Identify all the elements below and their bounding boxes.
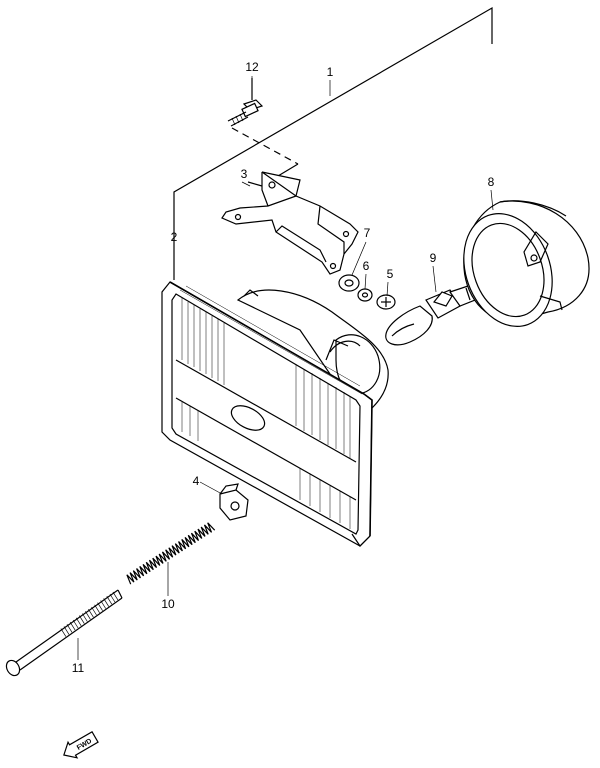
forward-direction-arrow[interactable]: FWD — [59, 729, 99, 763]
leader-lines — [77, 76, 494, 660]
screw-thread-mark — [79, 615, 85, 624]
screw-thread-mark — [85, 611, 91, 620]
lock-washer-part-6 — [357, 288, 373, 302]
screw-thread-mark — [94, 604, 100, 613]
screw-thread-mark — [60, 628, 67, 637]
part-label-9: 9 — [430, 251, 437, 265]
part-label-2: 2 — [171, 230, 178, 244]
spring-part-10 — [126, 522, 216, 585]
screw-thread-mark — [106, 596, 113, 605]
part-label-6: 6 — [363, 259, 370, 273]
washer-part-7 — [338, 274, 360, 292]
screw-thread-mark — [112, 591, 119, 601]
dust-cover-part-8 — [463, 200, 590, 327]
bracket-part-3 — [221, 171, 359, 275]
screw-thread-mark — [75, 617, 82, 626]
screw-part-5 — [376, 294, 396, 310]
screw-thread-mark — [103, 598, 109, 607]
adjuster-nut-part-4 — [219, 483, 249, 521]
screw-thread-mark — [109, 593, 116, 603]
screw-thread-mark — [82, 613, 88, 622]
screw-part-12 — [227, 78, 264, 127]
part-label-10: 10 — [161, 597, 175, 611]
part-label-12: 12 — [245, 60, 259, 74]
headlamp-unit-part-2 — [161, 281, 389, 547]
part-label-1: 1 — [327, 65, 334, 79]
part-label-11: 11 — [72, 661, 85, 675]
long-screw-part-11 — [5, 589, 123, 677]
screw-thread-mark — [91, 606, 97, 616]
screw-thread-mark — [63, 626, 70, 635]
part-label-3: 3 — [241, 167, 248, 181]
screw-thread-mark — [97, 602, 103, 611]
screw-thread-mark — [66, 624, 73, 633]
part-label-5: 5 — [387, 267, 394, 281]
assembly-bracket-lines — [173, 6, 493, 280]
screw-thread-mark — [69, 621, 76, 631]
part-label-4: 4 — [193, 474, 200, 488]
part-labels: 12 1 3 2 8 7 9 6 5 4 10 11 — [72, 60, 495, 675]
lens-hatching — [179, 285, 363, 529]
screw-thread-mark — [88, 609, 94, 618]
part-label-8: 8 — [488, 175, 495, 189]
screw-thread-mark — [100, 600, 106, 609]
screw-thread-mark — [72, 619, 79, 629]
part-label-7: 7 — [364, 226, 371, 240]
